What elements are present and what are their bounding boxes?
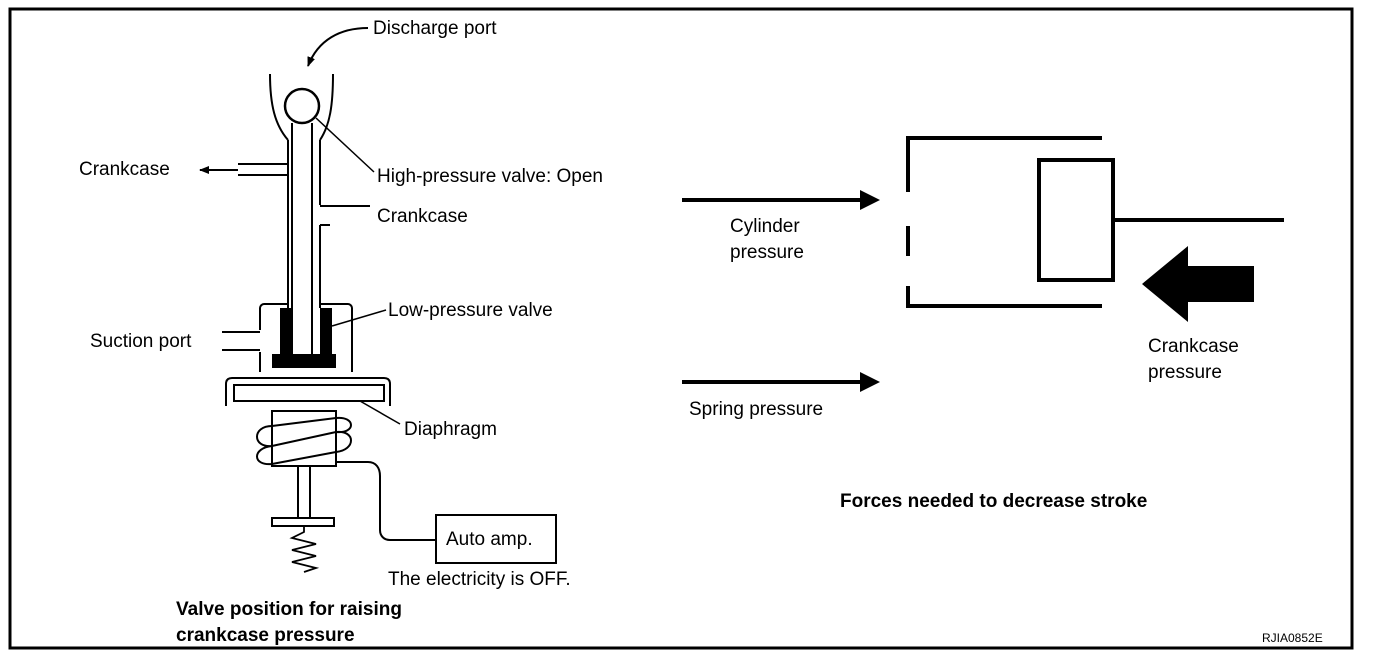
control-valve-illustration <box>199 27 557 573</box>
piston <box>1037 158 1115 282</box>
diaphragm-label: Diaphragm <box>404 419 497 440</box>
low-pressure-valve-left <box>280 308 292 356</box>
auto-amp-label: Auto amp. <box>446 529 533 550</box>
spring-seat <box>271 517 335 527</box>
crankcase-pressure-label-2: pressure <box>1148 362 1222 383</box>
left-caption-line1: Valve position for raising <box>176 599 402 620</box>
low-pressure-valve-label: Low-pressure valve <box>388 300 553 321</box>
low-pressure-valve-right <box>320 308 332 356</box>
auto-amp-box <box>435 514 557 564</box>
cylinder-pressure-label-1: Cylinder <box>730 216 800 237</box>
discharge-port-label: Discharge port <box>373 18 497 39</box>
left-caption-line2: crankcase pressure <box>176 625 355 646</box>
discharge-port-arrow <box>307 27 369 67</box>
spring-pressure-label: Spring pressure <box>689 399 823 420</box>
spring-icon <box>289 526 320 573</box>
figure-frame <box>8 7 1354 650</box>
figure-code: RJIA0852E <box>1262 631 1323 645</box>
high-pressure-ball <box>283 87 321 125</box>
high-pressure-valve-label: High-pressure valve: Open <box>377 166 603 187</box>
electricity-status-label: The electricity is OFF. <box>388 569 571 590</box>
force-diagram <box>682 136 1284 392</box>
crankcase-outlet-label: Crankcase <box>79 159 170 180</box>
cylinder-pressure-label-2: pressure <box>730 242 804 263</box>
low-pressure-valve-base <box>272 354 336 368</box>
suction-port-label: Suction port <box>90 331 192 352</box>
right-caption: Forces needed to decrease stroke <box>840 491 1147 512</box>
crankcase-pressure-arrow <box>1142 246 1254 322</box>
crankcase-chamber-label: Crankcase <box>377 206 468 227</box>
crankcase-pressure-label-1: Crankcase <box>1148 336 1239 357</box>
diaphragm-plate <box>233 384 385 402</box>
